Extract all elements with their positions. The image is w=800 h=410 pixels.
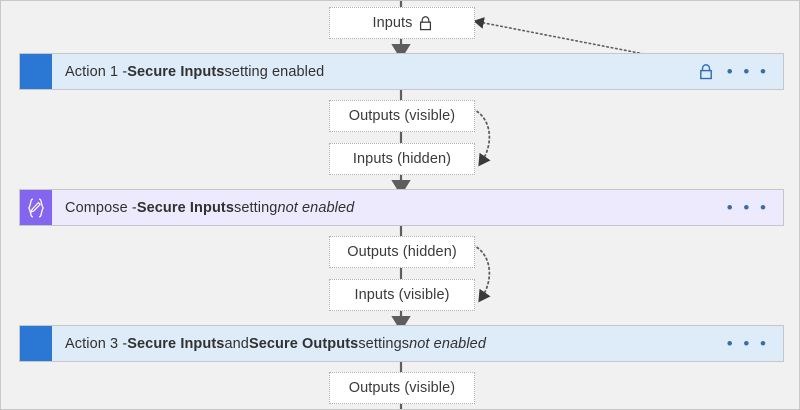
action-row-label: Action 1 - Secure Inputs setting enabled bbox=[52, 54, 699, 89]
action-label-part: Compose - bbox=[65, 199, 137, 216]
dotted-loop-outputs-to-inputs-2 bbox=[472, 244, 491, 303]
node-inputs-top[interactable]: Inputs bbox=[329, 7, 475, 39]
action-row-compose[interactable]: Compose - Secure Inputs setting not enab… bbox=[19, 189, 784, 226]
node-inputs-before-compose[interactable]: Inputs (hidden) bbox=[329, 143, 475, 175]
action-label-part: setting bbox=[234, 199, 278, 216]
node-label: Outputs (hidden) bbox=[347, 243, 457, 260]
node-outputs-after-compose[interactable]: Outputs (hidden) bbox=[329, 236, 475, 268]
action-label-part: and bbox=[224, 335, 249, 352]
action-label-part-bold: Secure Inputs bbox=[127, 335, 225, 352]
action-label-part-bold: Secure Inputs bbox=[127, 63, 225, 80]
overflow-menu-icon[interactable]: • • • bbox=[726, 334, 769, 353]
lock-icon bbox=[699, 63, 713, 80]
overflow-menu-icon[interactable]: • • • bbox=[726, 198, 769, 217]
action-label-part-italic: not enabled bbox=[409, 335, 486, 352]
node-label: Inputs bbox=[372, 14, 413, 31]
node-label: Outputs (visible) bbox=[348, 379, 456, 396]
node-label: Inputs (hidden) bbox=[352, 150, 452, 167]
action-label-part: Action 1 - bbox=[65, 63, 128, 80]
action-row-label: Compose - Secure Inputs setting not enab… bbox=[52, 190, 727, 225]
action-row-trailing: • • • bbox=[727, 190, 783, 225]
overflow-menu-icon[interactable]: • • • bbox=[726, 62, 769, 81]
action-row-action-1[interactable]: Action 1 - Secure Inputs setting enabled… bbox=[19, 53, 784, 90]
action-label-part: settings bbox=[358, 335, 410, 352]
node-outputs-after-action3[interactable]: Outputs (visible) bbox=[329, 372, 475, 404]
action-label-part-bold: Secure Inputs bbox=[136, 199, 235, 216]
action-label-part: Action 3 - bbox=[65, 335, 128, 352]
node-label: Inputs (visible) bbox=[354, 286, 450, 303]
dotted-loop-outputs-to-inputs-1 bbox=[472, 108, 491, 167]
blue-square-icon bbox=[20, 326, 52, 361]
compose-braces-pencil-icon bbox=[20, 190, 52, 225]
node-inputs-before-action3[interactable]: Inputs (visible) bbox=[329, 279, 475, 311]
action-label-part-italic: not enabled bbox=[277, 199, 355, 216]
node-label: Outputs (visible) bbox=[348, 107, 456, 124]
action-label-part: setting enabled bbox=[224, 63, 325, 80]
action-row-trailing: • • • bbox=[699, 54, 783, 89]
action-row-trailing: • • • bbox=[727, 326, 783, 361]
lock-icon bbox=[419, 15, 432, 31]
action-row-label: Action 3 - Secure Inputs and Secure Outp… bbox=[52, 326, 727, 361]
action-label-part-bold: Secure Outputs bbox=[248, 335, 359, 352]
node-outputs-after-action1[interactable]: Outputs (visible) bbox=[329, 100, 475, 132]
blue-square-icon bbox=[20, 54, 52, 89]
action-row-action-3[interactable]: Action 3 - Secure Inputs and Secure Outp… bbox=[19, 325, 784, 362]
